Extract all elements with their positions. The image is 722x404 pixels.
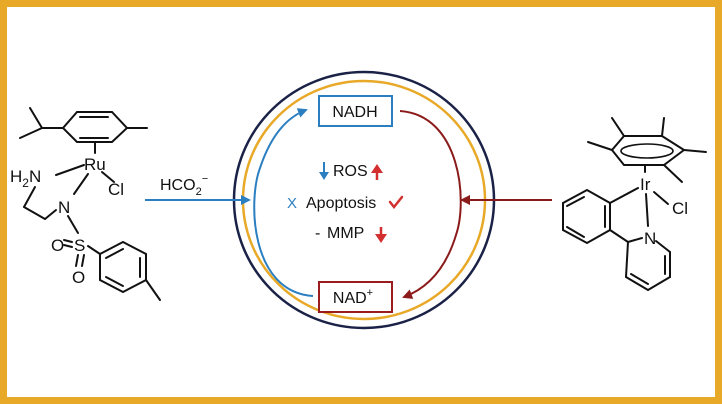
- nadh-label: NADH: [332, 104, 377, 121]
- regeneration-arrow-blue: [253, 108, 314, 297]
- ir-chloride-label: Cl: [672, 199, 688, 218]
- formate-subscript: 2: [196, 186, 202, 198]
- catalysis-diagram: NADH NAD+ HCO2− ROS X Apoptosis - MMP: [10, 70, 707, 330]
- check-icon: [388, 195, 404, 210]
- ros-label: ROS: [333, 163, 368, 180]
- ru-complex: Ru Cl H2N N S O O: [10, 107, 161, 301]
- oxidation-arrow-red: [399, 110, 462, 299]
- arrow-down-icon: [319, 172, 329, 180]
- nad-label: NAD+: [333, 287, 373, 307]
- ru-chloride-label: Cl: [108, 180, 124, 199]
- mmp-label: MMP: [327, 225, 364, 242]
- arrow-up-icon: [371, 164, 383, 173]
- oxygen-label-left: O: [51, 236, 64, 255]
- amine-label: H2N: [10, 167, 41, 190]
- sulfonamide-n-label: N: [58, 198, 70, 217]
- mmp-prefix: -: [315, 225, 320, 242]
- nad-superscript: +: [367, 287, 373, 299]
- sulfur-label: S: [74, 236, 85, 255]
- formate-superscript: −: [202, 173, 208, 185]
- nad-box: [318, 281, 393, 313]
- pyridine-n-label: N: [644, 229, 656, 248]
- ru-metal-label: Ru: [84, 155, 106, 174]
- formate-label: HCO2−: [160, 173, 208, 198]
- mmp-effect: - MMP: [315, 225, 387, 243]
- ir-metal-label: Ir: [640, 175, 651, 194]
- apoptosis-prefix: X: [287, 195, 297, 212]
- oxygen-label-bottom: O: [72, 268, 85, 287]
- arrow-down-icon: [375, 234, 387, 243]
- apoptosis-effect: X Apoptosis: [287, 195, 404, 212]
- ir-complex: Ir Cl N: [562, 117, 707, 291]
- apoptosis-label: Apoptosis: [306, 195, 376, 212]
- nadh-box: [318, 95, 393, 127]
- ros-effect: ROS: [319, 162, 383, 180]
